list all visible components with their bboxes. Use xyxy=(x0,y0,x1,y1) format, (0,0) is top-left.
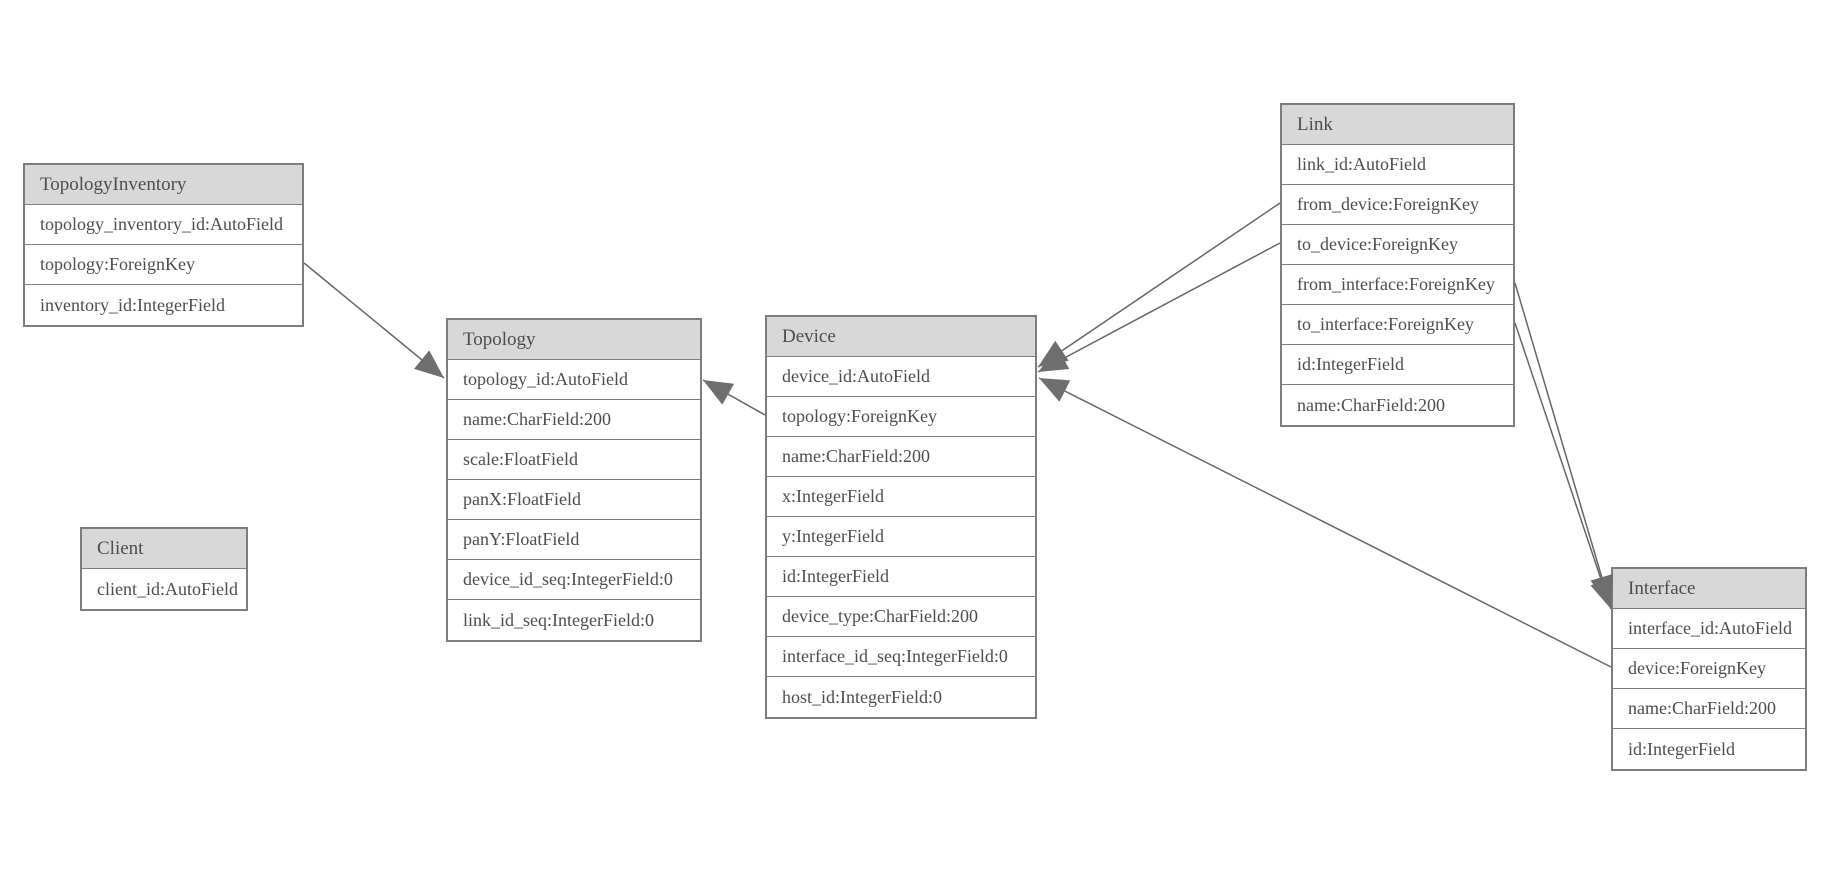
edge-device-topology-to-topology xyxy=(702,379,766,416)
entity-title-topologyinventory: TopologyInventory xyxy=(25,165,302,205)
entity-title-link: Link xyxy=(1282,105,1513,145)
field-row: id:IntegerField xyxy=(1613,729,1805,769)
entity-title-interface: Interface xyxy=(1613,569,1805,609)
field-row: panY:FloatField xyxy=(448,520,700,560)
field-row: inventory_id:IntegerField xyxy=(25,285,302,325)
field-row: from_device:ForeignKey xyxy=(1282,185,1513,225)
edge-link-from_device-to-device xyxy=(1037,202,1281,368)
field-row: link_id:AutoField xyxy=(1282,145,1513,185)
field-row: host_id:IntegerField:0 xyxy=(767,677,1035,717)
field-row: device_id:AutoField xyxy=(767,357,1035,397)
field-row: topology:ForeignKey xyxy=(767,397,1035,437)
field-row: to_interface:ForeignKey xyxy=(1282,305,1513,345)
field-row: device_type:CharField:200 xyxy=(767,597,1035,637)
field-row: topology:ForeignKey xyxy=(25,245,302,285)
edge-link-to_device-to-device xyxy=(1037,242,1281,373)
field-row: name:CharField:200 xyxy=(767,437,1035,477)
field-row: from_interface:ForeignKey xyxy=(1282,265,1513,305)
field-row: panX:FloatField xyxy=(448,480,700,520)
entity-title-client: Client xyxy=(82,529,246,569)
field-row: name:CharField:200 xyxy=(448,400,700,440)
field-row: id:IntegerField xyxy=(767,557,1035,597)
field-row: y:IntegerField xyxy=(767,517,1035,557)
entity-title-topology: Topology xyxy=(448,320,700,360)
edge-link-from_interface-to-interface xyxy=(1514,282,1614,606)
field-row: topology_id:AutoField xyxy=(448,360,700,400)
field-row: scale:FloatField xyxy=(448,440,700,480)
field-row: to_device:ForeignKey xyxy=(1282,225,1513,265)
field-row: topology_inventory_id:AutoField xyxy=(25,205,302,245)
field-row: link_id_seq:IntegerField:0 xyxy=(448,600,700,640)
edge-link-to_interface-to-interface xyxy=(1514,322,1614,610)
field-row: interface_id:AutoField xyxy=(1613,609,1805,649)
field-row: x:IntegerField xyxy=(767,477,1035,517)
field-row: device:ForeignKey xyxy=(1613,649,1805,689)
field-row: device_id_seq:IntegerField:0 xyxy=(448,560,700,600)
field-row: name:CharField:200 xyxy=(1282,385,1513,425)
field-row: name:CharField:200 xyxy=(1613,689,1805,729)
field-row: id:IntegerField xyxy=(1282,345,1513,385)
field-row: interface_id_seq:IntegerField:0 xyxy=(767,637,1035,677)
field-row: client_id:AutoField xyxy=(82,569,246,609)
entity-title-device: Device xyxy=(767,317,1035,357)
edge-topologyinventory-topology-to-topology xyxy=(303,262,445,379)
